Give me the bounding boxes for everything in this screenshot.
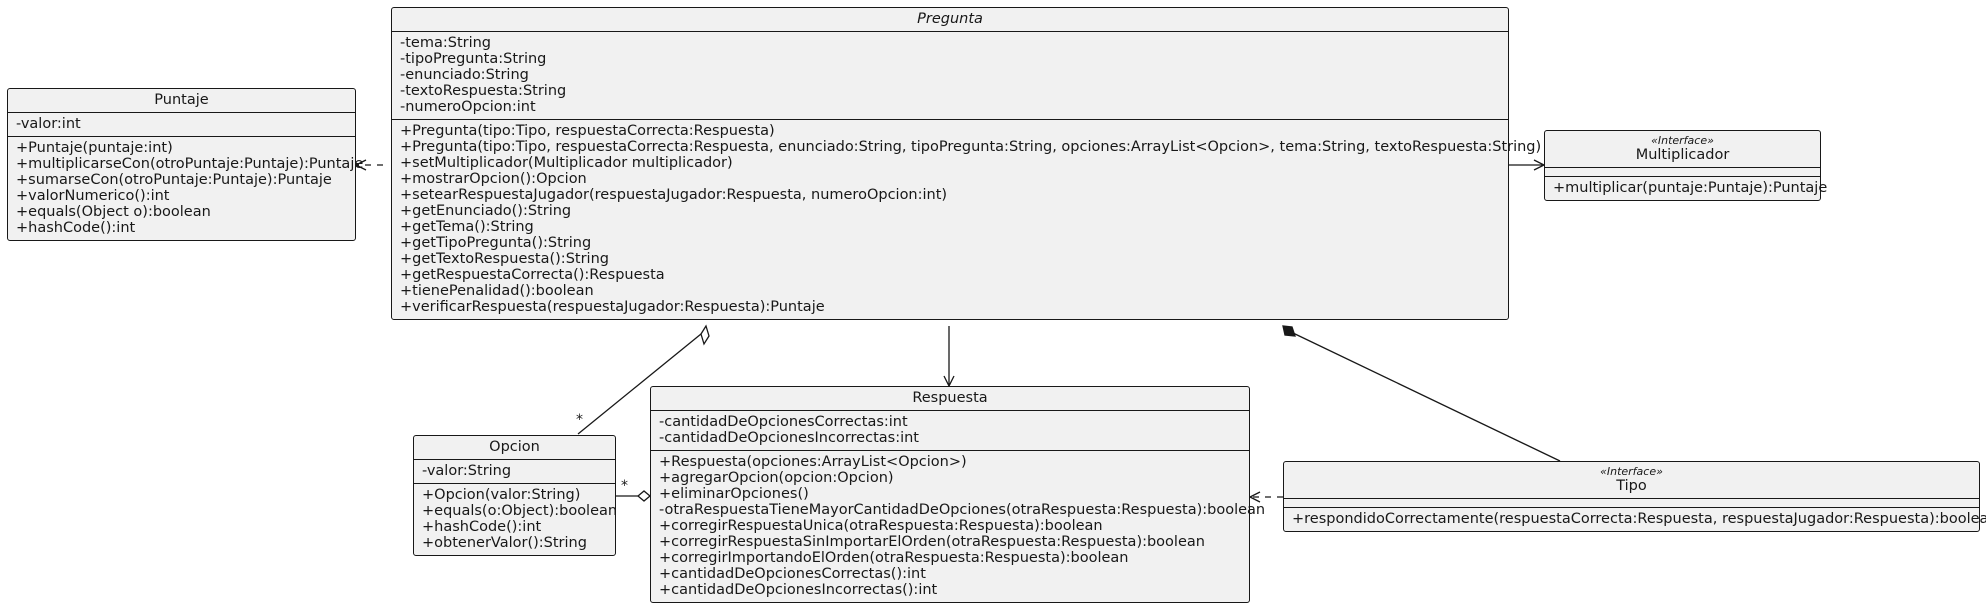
attribute: -numeroOpcion:int bbox=[400, 99, 536, 115]
method: +tienePenalidad():boolean bbox=[400, 283, 594, 299]
method: +obtenerValor():String bbox=[422, 535, 587, 551]
class-name: Respuesta bbox=[912, 390, 988, 406]
method: +multiplicarseCon(otroPuntaje:Puntaje):P… bbox=[16, 156, 364, 172]
composition-line-pregunta-tipo bbox=[1292, 332, 1561, 462]
method: +verificarRespuesta(respuestaJugador:Res… bbox=[400, 299, 825, 315]
methods-section: +Pregunta(tipo:Tipo, respuestaCorrecta:R… bbox=[392, 119, 1542, 319]
class-respuesta: Respuesta -cantidadDeOpcionesCorrectas:i… bbox=[650, 386, 1266, 603]
method: +agregarOpcion(opcion:Opcion) bbox=[659, 470, 894, 486]
method: +corregirImportandoElOrden(otraRespuesta… bbox=[659, 550, 1129, 566]
attributes-section: -valor:String bbox=[414, 459, 615, 483]
method: +valorNumerico():int bbox=[16, 188, 170, 204]
method: +equals(Object o):boolean bbox=[16, 204, 211, 220]
multiplicity-pregunta-opcion: * bbox=[576, 412, 583, 428]
method: +Pregunta(tipo:Tipo, respuestaCorrecta:R… bbox=[400, 139, 1542, 155]
method: +getTipoPregunta():String bbox=[400, 235, 592, 251]
stereotype: «Interface» bbox=[1600, 465, 1663, 478]
interface-tipo: «Interface» Tipo +respondidoCorrectament… bbox=[1283, 461, 1986, 532]
class-name: Tipo bbox=[1616, 478, 1647, 494]
multiplicity-opcion-respuesta: * bbox=[621, 478, 628, 494]
stereotype: «Interface» bbox=[1651, 134, 1714, 147]
attribute: -tema:String bbox=[400, 35, 492, 51]
method: +getTema():String bbox=[400, 219, 534, 235]
class-puntaje: Puntaje -valor:int +Puntaje(puntaje:int)… bbox=[7, 88, 364, 241]
method: -otraRespuestaTieneMayorCantidadDeOpcion… bbox=[659, 502, 1266, 518]
methods-section: +respondidoCorrectamente(respuestaCorrec… bbox=[1284, 507, 1986, 531]
method: +getTextoRespuesta():String bbox=[400, 251, 609, 267]
class-name: Puntaje bbox=[154, 92, 209, 108]
aggregation-opcion-respuesta bbox=[636, 490, 652, 502]
attributes-section: -valor:int bbox=[8, 112, 355, 136]
interface-multiplicador: «Interface» Multiplicador +multiplicar(p… bbox=[1544, 130, 1828, 201]
method: +getRespuestaCorrecta():Respuesta bbox=[400, 267, 665, 283]
methods-section: +Puntaje(puntaje:int) +multiplicarseCon(… bbox=[8, 136, 364, 240]
method: +respondidoCorrectamente(respuestaCorrec… bbox=[1292, 511, 1986, 527]
method: +Respuesta(opciones:ArrayList<Opcion>) bbox=[659, 454, 967, 470]
attribute: -cantidadDeOpcionesCorrectas:int bbox=[659, 414, 908, 430]
methods-section: +Opcion(valor:String) +equals(o:Object):… bbox=[414, 483, 618, 555]
attribute: -valor:String bbox=[422, 463, 512, 479]
method: +cantidadDeOpcionesIncorrectas():int bbox=[659, 582, 938, 598]
class-name: Opcion bbox=[489, 439, 540, 455]
composition-pregunta-tipo bbox=[1282, 325, 1296, 337]
method: +hashCode():int bbox=[422, 519, 542, 535]
attribute: -enunciado:String bbox=[400, 67, 529, 83]
attributes-section: -cantidadDeOpcionesCorrectas:int -cantid… bbox=[651, 410, 1249, 450]
method: +setearRespuestaJugador(respuestaJugador… bbox=[400, 187, 948, 203]
aggregation-line-pregunta-opcion bbox=[577, 333, 702, 435]
class-opcion: Opcion -valor:String +Opcion(valor:Strin… bbox=[413, 435, 618, 556]
method: +hashCode():int bbox=[16, 220, 136, 236]
method: +Opcion(valor:String) bbox=[422, 487, 581, 503]
class-name: Multiplicador bbox=[1635, 147, 1730, 163]
methods-section: +multiplicar(puntaje:Puntaje):Puntaje bbox=[1545, 176, 1828, 200]
attribute: -cantidadDeOpcionesIncorrectas:int bbox=[659, 430, 919, 446]
method: +equals(o:Object):boolean bbox=[422, 503, 618, 519]
attributes-section: -tema:String -tipoPregunta:String -enunc… bbox=[392, 31, 1508, 119]
method: +eliminarOpciones() bbox=[659, 486, 809, 502]
aggregation-pregunta-opcion bbox=[700, 324, 710, 346]
method: +cantidadDeOpcionesCorrectas():int bbox=[659, 566, 926, 582]
class-pregunta: Pregunta -tema:String -tipoPregunta:Stri… bbox=[391, 7, 1542, 320]
method: +Pregunta(tipo:Tipo, respuestaCorrecta:R… bbox=[400, 123, 775, 139]
method: +getEnunciado():String bbox=[400, 203, 572, 219]
method: +Puntaje(puntaje:int) bbox=[16, 140, 173, 156]
method: +corregirRespuestaUnica(otraRespuesta:Re… bbox=[659, 518, 1103, 534]
method: +mostrarOpcion():Opcion bbox=[400, 171, 587, 187]
method: +multiplicar(puntaje:Puntaje):Puntaje bbox=[1553, 180, 1828, 196]
method: +sumarseCon(otroPuntaje:Puntaje):Puntaje bbox=[16, 172, 332, 188]
attributes-section bbox=[1545, 167, 1820, 176]
class-name: Pregunta bbox=[917, 11, 983, 27]
attributes-section bbox=[1284, 498, 1979, 507]
attribute: -valor:int bbox=[16, 116, 81, 132]
method: +corregirRespuestaSinImportarElOrden(otr… bbox=[659, 534, 1205, 550]
method: +setMultiplicador(Multiplicador multipli… bbox=[400, 155, 733, 171]
attribute: -tipoPregunta:String bbox=[400, 51, 547, 67]
methods-section: +Respuesta(opciones:ArrayList<Opcion>) +… bbox=[651, 450, 1266, 602]
attribute: -textoRespuesta:String bbox=[400, 83, 567, 99]
